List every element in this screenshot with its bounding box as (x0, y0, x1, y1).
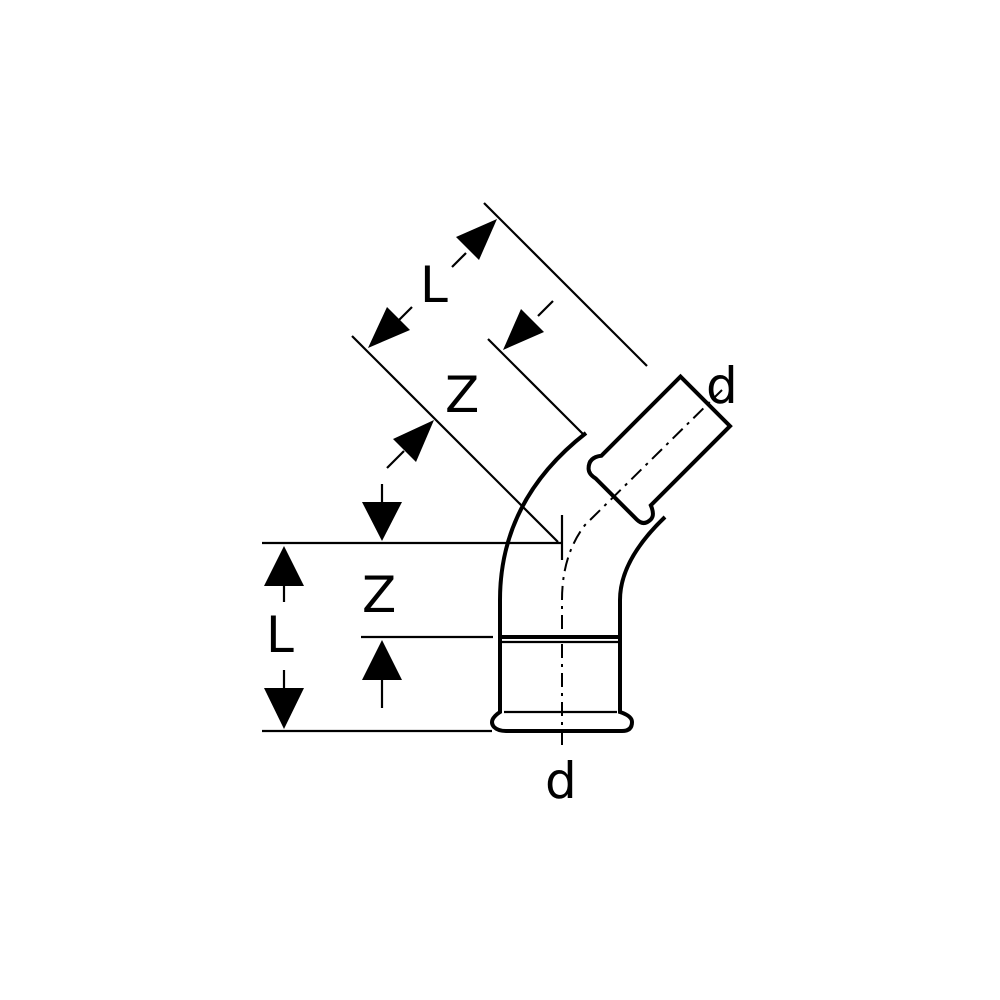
bend-outer-wall (498, 431, 588, 637)
arrow-z-diagonal-upper (393, 420, 434, 462)
lower-socket-outline (490, 635, 635, 733)
arrow-z-diagonal-lower (503, 309, 544, 350)
dim-line-l-diagonal-lower (397, 306, 413, 322)
upper-socket-outline (586, 373, 733, 525)
label-l-vertical: L (266, 606, 294, 664)
label-z-vertical: Z (362, 566, 396, 624)
label-diameter-bottom: d (545, 752, 577, 810)
vertical-dimensions (262, 484, 562, 733)
arrow-l-diagonal-upper (456, 219, 497, 260)
arrow-l-vertical-lower (264, 688, 304, 729)
center-line (561, 389, 723, 745)
bend-inner-wall (618, 515, 667, 637)
arrow-z-vertical-lower (362, 640, 402, 680)
dim-line-l-diagonal-upper (451, 252, 467, 268)
arrow-l-vertical-upper (264, 546, 304, 586)
elbow-fitting-45 (490, 373, 733, 745)
arrow-l-diagonal-lower (368, 307, 410, 348)
upper-socket (586, 373, 733, 525)
dim-line-z-diagonal-upper (386, 450, 405, 469)
dim-line-z-diagonal-lower (537, 300, 554, 317)
diagonal-dimensions (351, 202, 648, 543)
label-z-diagonal: Z (445, 366, 479, 424)
labels: L Z d Z L d (266, 256, 738, 810)
lower-socket (490, 635, 635, 733)
ext-line-outer-end (483, 202, 648, 367)
label-diameter-top: d (706, 357, 738, 415)
ext-line-fitting-start (487, 338, 584, 435)
arrow-z-vertical-upper (362, 502, 402, 541)
label-l-diagonal: L (420, 256, 448, 314)
